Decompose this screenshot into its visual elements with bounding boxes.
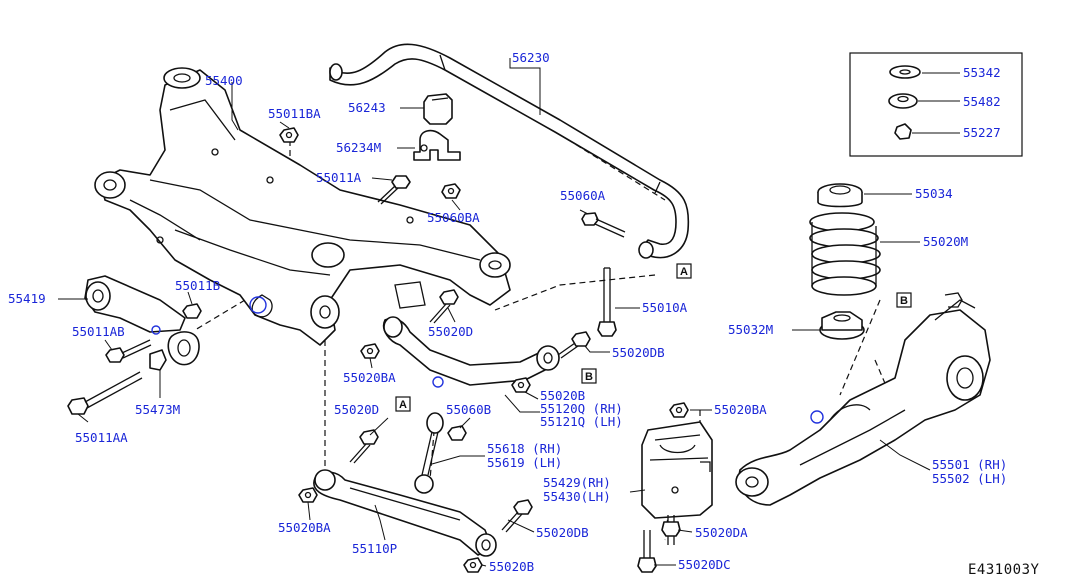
bolt-55020DC <box>637 530 657 573</box>
clamp-56234M <box>413 129 461 161</box>
label-56234M: 56234M <box>336 140 381 155</box>
bushing-56243 <box>423 93 453 125</box>
lower-link-55110P <box>313 469 497 557</box>
bump-stop-55034 <box>817 183 863 208</box>
ref-box-a1: A <box>676 263 692 279</box>
nut-55020BA-right <box>669 402 689 418</box>
bolt-55010A <box>597 267 617 337</box>
upper-arm-55120Q <box>382 316 560 388</box>
spring-seat-55032M <box>819 311 865 340</box>
knuckle-55501 <box>735 292 991 506</box>
label-55020D-upper: 55020D <box>428 324 473 339</box>
ref-box-b1: B <box>581 368 597 384</box>
stabilizer-bar-56230 <box>329 43 690 259</box>
label-55010A: 55010A <box>642 300 688 315</box>
label-55020DC: 55020DC <box>678 557 731 572</box>
nut-55060BA <box>441 183 461 199</box>
nut-55020B-lower <box>463 557 483 573</box>
label-55011AB: 55011AB <box>72 324 125 339</box>
nut-55020BA-lower <box>298 487 318 503</box>
bolt-55020D-upper <box>429 289 459 324</box>
bolt-55011AA <box>67 371 143 415</box>
label-55011A: 55011A <box>316 170 362 185</box>
label-56243: 56243 <box>348 100 386 115</box>
stabilizer-link-55618 <box>414 412 467 494</box>
label-55011AA: 55011AA <box>75 430 128 445</box>
diagram-code: E431003Y <box>968 562 1040 578</box>
bolt-55020DB-upper <box>557 331 591 359</box>
label-55011B: 55011B <box>175 278 220 293</box>
ref-letter-b2: B <box>900 295 908 307</box>
label-55419: 55419 <box>8 291 46 306</box>
coil-spring-55020M <box>809 212 881 296</box>
label-55020D-lower: 55020D <box>334 402 379 417</box>
bolt-55011AB <box>105 339 152 363</box>
suspension-member-55400 <box>94 67 511 346</box>
label-55020B-lower: 55020B <box>489 559 534 574</box>
label-55020DA: 55020DA <box>695 525 748 540</box>
leader-lines <box>58 58 960 567</box>
label-55032M: 55032M <box>728 322 773 337</box>
ref-letter-a1: A <box>680 266 688 278</box>
label-55400: 55400 <box>205 73 243 88</box>
label-55020BA-right: 55020BA <box>714 402 767 417</box>
label-55501: 55501 (RH) <box>932 457 1007 472</box>
label-56230: 56230 <box>512 50 550 65</box>
label-55020BA-upper: 55020BA <box>343 370 396 385</box>
part-labels: 56230 55400 55011BA 56243 56234M 55011A … <box>8 50 1007 574</box>
label-55020DB-lower: 55020DB <box>536 525 589 540</box>
bracket-55429 <box>641 421 713 519</box>
bushing-bracket-55419 <box>84 275 273 371</box>
label-55034: 55034 <box>915 186 953 201</box>
ref-box-a2: A <box>395 396 411 412</box>
label-55482: 55482 <box>963 94 1001 109</box>
label-55020BA-lower: 55020BA <box>278 520 331 535</box>
inset-box <box>849 52 1023 157</box>
label-55502: 55502 (LH) <box>932 471 1007 486</box>
nut-55011BA <box>279 127 299 143</box>
label-55473M: 55473M <box>135 402 180 417</box>
label-55618: 55618 (RH) <box>487 441 562 456</box>
label-55121Q: 55121Q (LH) <box>540 414 623 429</box>
label-55619: 55619 (LH) <box>487 455 562 470</box>
label-55060B: 55060B <box>446 402 491 417</box>
label-55429: 55429(RH) <box>543 475 611 490</box>
ref-letter-a2: A <box>399 399 407 411</box>
label-55011BA: 55011BA <box>268 106 321 121</box>
label-55430: 55430(LH) <box>543 489 611 504</box>
label-55227: 55227 <box>963 125 1001 140</box>
label-55020M: 55020M <box>923 234 968 249</box>
nut-55020BA-upper <box>360 343 380 359</box>
label-55060BA: 55060BA <box>427 210 480 225</box>
label-55342: 55342 <box>963 65 1001 80</box>
bolt-55011A <box>377 175 411 205</box>
label-55020B-upper: 55020B <box>540 388 585 403</box>
label-55110P: 55110P <box>352 541 397 556</box>
bolt-55060A <box>581 212 626 238</box>
bolt-55020DA <box>661 515 681 545</box>
ref-letter-b1: B <box>585 371 593 383</box>
label-55060A: 55060A <box>560 188 606 203</box>
bolt-55020DB-lower <box>501 499 533 533</box>
bolt-55020D-lower <box>349 429 379 464</box>
ref-box-b2: B <box>896 292 912 308</box>
label-55120Q: 55120Q (RH) <box>540 401 623 416</box>
label-55020DB-upper: 55020DB <box>612 345 665 360</box>
